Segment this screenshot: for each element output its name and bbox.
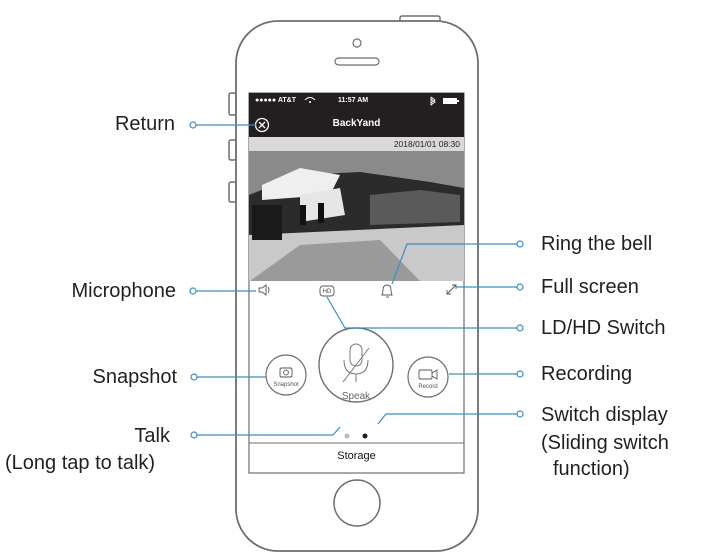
- video-timestamp: 2018/01/01 08:30: [393, 139, 460, 149]
- microphone-mute-icon: [342, 343, 370, 383]
- status-carrier: ●●●●● AT&T: [255, 97, 296, 104]
- snapshot-label: Snapshot: [273, 382, 299, 388]
- bluetooth-icon: [430, 96, 436, 106]
- camera-icon: [279, 367, 293, 378]
- record-button[interactable]: [407, 356, 449, 398]
- ring-bell-dot: [516, 240, 524, 248]
- snapshot-dot: [190, 373, 198, 381]
- video-camera-icon: [418, 369, 438, 380]
- full-screen-dot: [516, 283, 524, 291]
- fullscreen-icon[interactable]: [446, 284, 457, 295]
- callout-return: Return: [114, 113, 175, 135]
- home-button[interactable]: [333, 479, 381, 527]
- switch-display-line: [377, 413, 517, 425]
- page-dot-1[interactable]: [344, 433, 350, 439]
- ld-hd-dot: [516, 324, 524, 332]
- ring-bell-line: [391, 243, 517, 285]
- battery-icon: [443, 98, 459, 104]
- video-feed: [249, 151, 464, 281]
- ld-hd-line: [326, 296, 517, 329]
- microphone-dot: [189, 287, 197, 295]
- front-camera: [352, 38, 362, 48]
- return-dot: [189, 121, 197, 129]
- recording-dot: [516, 370, 524, 378]
- page-dot-2[interactable]: [362, 433, 368, 439]
- callout-switch-display: Switch display: [541, 404, 668, 426]
- callout-talk: Talk: [134, 425, 170, 447]
- callout-ring-bell: Ring the bell: [541, 233, 653, 255]
- callout-talk-note: (Long tap to talk): [5, 452, 156, 474]
- callout-recording: Recording: [541, 363, 633, 385]
- snapshot-button[interactable]: [265, 354, 307, 396]
- phone-volume-button: [228, 181, 237, 203]
- status-time: 11:57 AM: [338, 97, 369, 104]
- hd-badge-label: HD: [322, 289, 332, 295]
- phone-volume-button: [228, 92, 237, 116]
- callout-switch-display-note1: (Sliding switch: [541, 432, 669, 454]
- talk-line: [197, 426, 341, 436]
- speaker-icon[interactable]: [258, 284, 270, 296]
- callout-full-screen: Full screen: [541, 276, 639, 298]
- wifi-icon: [304, 97, 316, 103]
- callout-switch-display-note2: function): [553, 458, 630, 480]
- app-header: [249, 93, 464, 137]
- app-title: BackYand: [332, 118, 381, 129]
- callout-ld-hd: LD/HD Switch: [541, 317, 666, 339]
- hd-icon[interactable]: [319, 285, 335, 297]
- talk-dot: [190, 431, 198, 439]
- phone-volume-button: [228, 139, 237, 161]
- callout-snapshot: Snapshot: [92, 366, 177, 388]
- record-label: Record: [418, 384, 438, 390]
- callout-microphone: Microphone: [71, 280, 176, 302]
- switch-display-dot: [516, 410, 524, 418]
- storage-label[interactable]: Storage: [337, 450, 376, 462]
- earpiece: [334, 57, 380, 66]
- callout-lines: [196, 124, 517, 436]
- speak-label: Speak: [341, 391, 371, 402]
- bell-icon[interactable]: [381, 284, 393, 298]
- timestamp-bar: [249, 137, 464, 151]
